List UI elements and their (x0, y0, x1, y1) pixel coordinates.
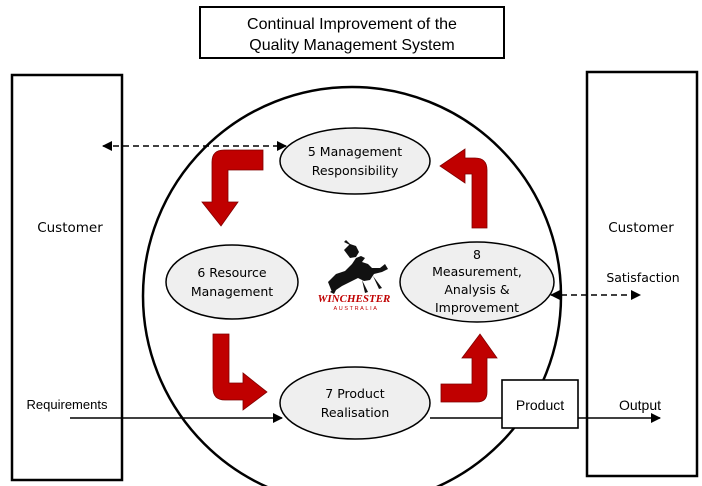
left-customer-label: Customer (37, 220, 103, 236)
logo-subtext: AUSTRALIA (334, 306, 379, 312)
cycle-arrows (201, 148, 498, 411)
logo-wordmark: WINCHESTER (318, 293, 391, 305)
resource-line-2: Management (191, 284, 273, 299)
requirements-label: Requirements (27, 397, 108, 412)
product-box-label: Product (516, 397, 564, 413)
title-box (199, 6, 505, 59)
node-resource-management: 6 Resource Management (165, 244, 299, 320)
left-customer-rect (10, 73, 124, 482)
product-box: Product (501, 379, 579, 429)
cycle-arrow-measurement-to-management (439, 148, 488, 229)
winchester-logo: WINCHESTER AUSTRALIA (318, 240, 391, 312)
title-line-1: Continual Improvement of the (247, 16, 457, 33)
right-customer-rect (585, 70, 699, 478)
product-ellipse (279, 366, 431, 440)
management-line-1: 5 Management (308, 144, 402, 159)
measurement-line-4: Improvement (435, 300, 519, 315)
product-line-1: 7 Product (325, 386, 384, 401)
cycle-arrow-resource-to-product (212, 333, 268, 411)
node-product-realisation: 7 Product Realisation (279, 366, 431, 440)
measurement-line-1: 8 (473, 247, 481, 262)
title-line-2: Quality Management System (249, 37, 454, 54)
node-management-responsibility: 5 Management Responsibility (279, 127, 431, 195)
measurement-ellipse (399, 241, 555, 323)
customer-satisfaction-box: Customer Satisfaction (585, 70, 699, 478)
resource-ellipse (165, 244, 299, 320)
output-label: Output (619, 397, 661, 413)
management-line-2: Responsibility (312, 163, 399, 178)
measurement-line-3: Analysis & (444, 282, 509, 297)
resource-line-1: 6 Resource (197, 265, 267, 280)
node-measurement-analysis-improvement: 8 Measurement, Analysis & Improvement (399, 241, 555, 323)
diagram-title: Continual Improvement of the Quality Man… (199, 6, 505, 59)
customer-requirements-box: Customer (10, 73, 124, 482)
cycle-arrow-product-to-measurement (440, 333, 498, 403)
product-rect (501, 379, 579, 429)
cycle-arrow-management-to-resource (201, 149, 264, 227)
measurement-line-2: Measurement, (432, 264, 522, 279)
management-ellipse (279, 127, 431, 195)
right-customer-label: Customer (608, 220, 674, 236)
satisfaction-label: Satisfaction (606, 270, 679, 285)
horse-rider-icon (328, 240, 388, 294)
product-line-2: Realisation (321, 405, 390, 420)
